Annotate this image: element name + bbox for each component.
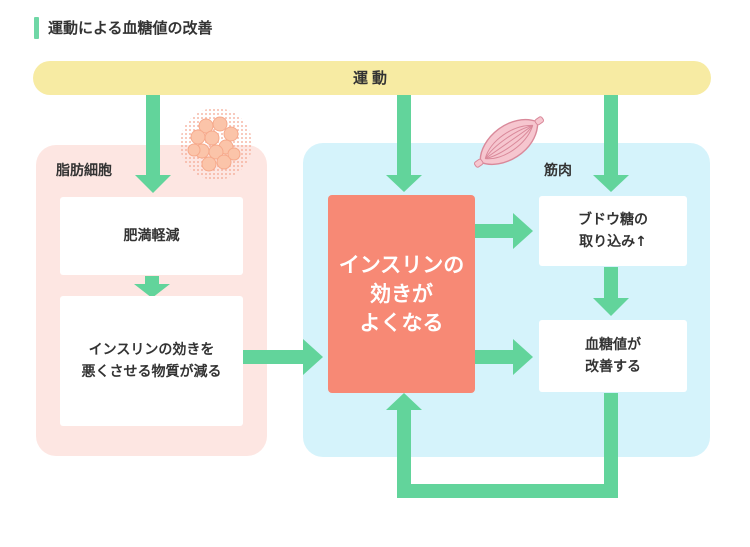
insulin-effectiveness-box: インスリンの 効きが よくなる xyxy=(328,195,475,393)
arrowhead-exercise-to-uptake xyxy=(593,175,629,192)
exercise-bar: 運動 xyxy=(33,61,711,95)
title-accent-bar xyxy=(34,17,39,39)
feedback-loop-up xyxy=(397,409,411,498)
arrowhead-substance-to-insulin xyxy=(303,339,323,375)
feedback-loop-down xyxy=(604,393,618,496)
arrow-substance-to-insulin xyxy=(243,350,305,364)
glucose-uptake-box: ブドウ糖の 取り込み↑ xyxy=(539,196,687,266)
fat-cell-label: 脂肪細胞 xyxy=(56,163,112,179)
arrow-exercise-to-uptake xyxy=(604,95,618,175)
arrowhead-feedback-loop xyxy=(386,393,422,410)
arrowhead-insulin-to-improve xyxy=(513,339,533,375)
arrow-exercise-to-fat xyxy=(146,95,160,175)
insulin-resistance-substance-box: インスリンの効きを 悪くさせる物質が減る xyxy=(60,296,243,426)
feedback-loop-across xyxy=(397,484,618,498)
obesity-reduction-box: 肥満軽減 xyxy=(60,197,243,275)
page-title: 運動による血糖値の改善 xyxy=(48,19,213,37)
arrow-insulin-to-uptake xyxy=(475,224,515,238)
arrow-exercise-to-insulin xyxy=(397,95,411,175)
blood-sugar-improvement-box: 血糖値が 改善する xyxy=(539,320,687,392)
arrowhead-exercise-to-fat xyxy=(135,175,171,193)
fat-cell-icon xyxy=(180,108,252,180)
arrowhead-uptake-to-improve xyxy=(593,298,629,316)
arrow-insulin-to-improve xyxy=(475,350,515,364)
muscle-label: 筋肉 xyxy=(544,163,572,179)
arrowhead-exercise-to-insulin xyxy=(386,175,422,192)
arrow-uptake-to-improve xyxy=(604,267,618,300)
arrowhead-insulin-to-uptake xyxy=(513,213,533,249)
arrow-fat-to-substance xyxy=(145,276,159,286)
muscle-icon xyxy=(473,116,545,168)
arrowhead-fat-to-substance xyxy=(134,284,170,298)
